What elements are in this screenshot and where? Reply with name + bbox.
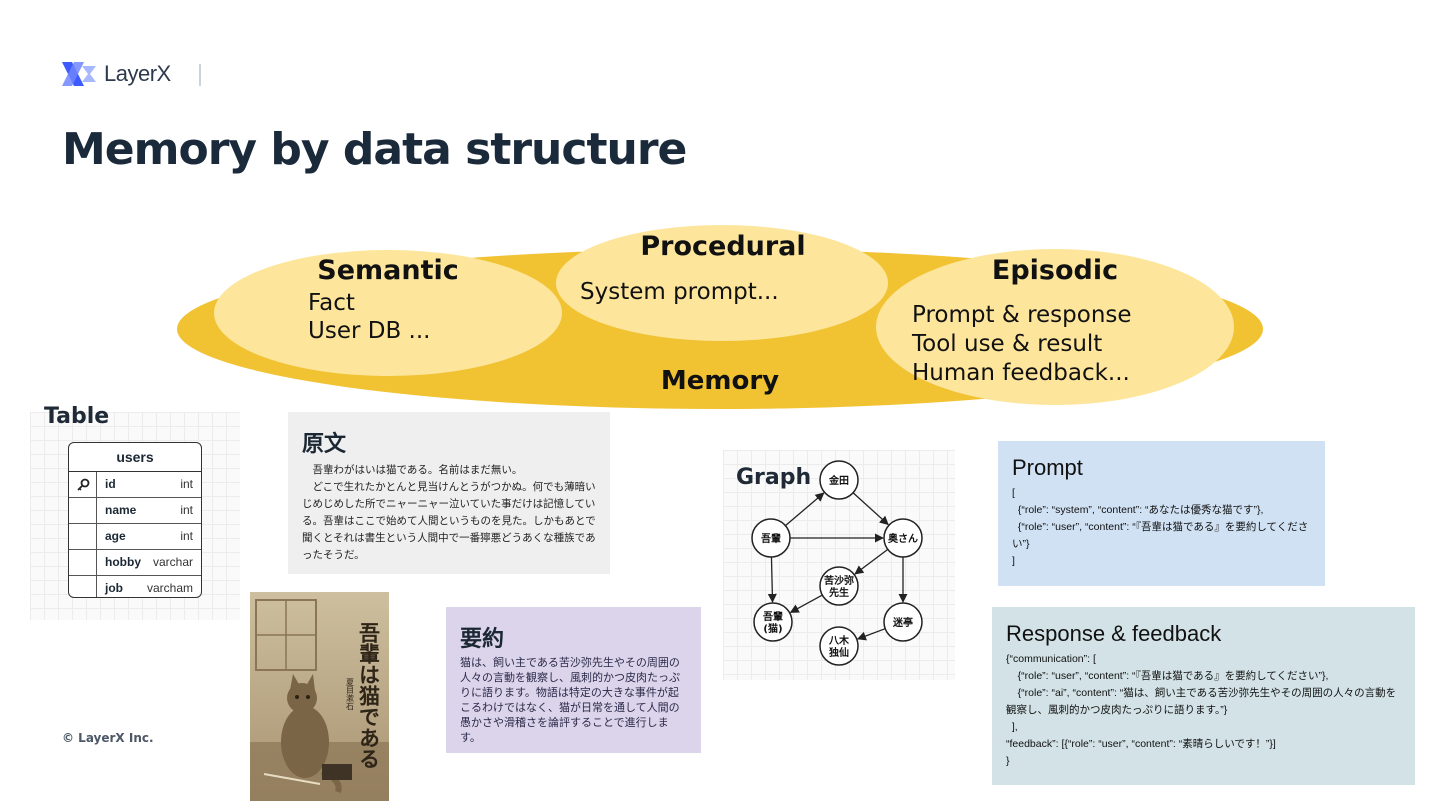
prompt-title: Prompt (1012, 455, 1083, 480)
logo: LayerX (62, 60, 171, 88)
original-text-title: 原文 (302, 432, 347, 457)
cat-icon (281, 674, 342, 793)
original-text-paragraph: 吾輩わがはいは猫である。名前はまだ無い。 (312, 464, 523, 476)
logo-text: LayerX (104, 61, 171, 86)
prompt-card: Prompt [ {“role”: “system”, “content”: “… (998, 441, 1325, 586)
procedural-ellipse (556, 225, 888, 341)
response-card: Response & feedback {“communication”: [ … (992, 607, 1415, 785)
table-row: id int (69, 472, 201, 498)
graph-node-label: 吾輩 (761, 532, 781, 545)
graph-edge (767, 556, 777, 603)
copyright: © LayerX Inc. (62, 731, 154, 745)
original-text-card: 原文 吾輩わがはいは猫である。名前はまだ無い。 どこで生れたかとんと見当けんとう… (288, 412, 610, 574)
book-cover-image: 吾輩は猫である 夏目漱石 (250, 592, 389, 801)
response-title: Response & feedback (1006, 621, 1222, 646)
table-row: hobby varchar (69, 550, 201, 576)
table-row: name int (69, 498, 201, 524)
column-type: int (180, 503, 193, 517)
graph-edge (789, 594, 823, 613)
graph-node-label: 吾輩 (763, 610, 783, 623)
episodic-line: Human feedback... (912, 360, 1130, 386)
prompt-body: [ {“role”: “system”, “content”: “あなたは優秀な… (1012, 487, 1309, 567)
graph-node: 迷亭 (883, 602, 923, 642)
graph-edge (785, 492, 825, 527)
page-title: Memory by data structure (62, 124, 687, 175)
column-type: int (180, 529, 193, 543)
graph-node: 苦沙弥先生 (819, 566, 859, 606)
summary-text: 猫は、飼い主である苦沙弥先生やその周囲の人々の言動を観察し、風刺的かつ皮肉たっぷ… (460, 656, 680, 744)
table-name: users (69, 443, 201, 472)
semantic-title: Semantic (317, 255, 459, 286)
graph-node-label: 苦沙弥 (824, 574, 854, 587)
primary-key-icon (69, 472, 96, 497)
column-type: int (180, 477, 193, 491)
graph-node: 金田 (819, 460, 859, 500)
summary-card: 要約 猫は、飼い主である苦沙弥先生やその周囲の人々の言動を観察し、風刺的かつ皮肉… (446, 607, 701, 753)
graph-node-label: 八木 (828, 634, 850, 647)
semantic-line: Fact (308, 290, 355, 316)
graph-node-label: 迷亭 (892, 616, 913, 629)
book-author: 夏目漱石 (346, 678, 355, 711)
semantic-line: User DB ... (308, 318, 430, 344)
graph-node-label: 金田 (828, 474, 849, 487)
column-type: varcham (146, 581, 193, 595)
memory-label: Memory (661, 366, 779, 396)
book-title: 吾輩は猫である (357, 622, 382, 769)
original-text-paragraph: どこで生れたかとんと見当けんとうがつかぬ。何でも薄暗いじめじめした所でニャーニャ… (302, 481, 596, 561)
graph-node: 吾輩 (751, 518, 791, 558)
graph-node: 吾輩(猫) (753, 602, 793, 642)
episodic-title: Episodic (992, 255, 1118, 286)
layerx-logo-icon (62, 62, 96, 86)
column-type: varchar (152, 555, 193, 569)
graph-node-label: 奥さん (888, 532, 918, 545)
graph-edge (852, 492, 889, 526)
graph-node-label: (猫) (763, 622, 782, 635)
summary-title: 要約 (460, 627, 505, 652)
graph-node-label: 先生 (829, 586, 849, 599)
column-name: id (105, 477, 116, 491)
response-body: {“communication”: [ {“role”: “user”, “co… (1006, 653, 1397, 767)
table-row: job varcham (69, 576, 201, 597)
graph-node: 奥さん (883, 518, 923, 558)
graph-edge (854, 548, 889, 575)
graph-node-label: 独仙 (829, 646, 849, 659)
episodic-line: Tool use & result (911, 331, 1102, 357)
graph-label: Graph (736, 465, 811, 490)
table-label: Table (44, 404, 110, 429)
episodic-ellipse (876, 249, 1234, 405)
table-divider (96, 472, 97, 597)
procedural-title: Procedural (640, 231, 805, 262)
graph-edge (856, 628, 886, 641)
semantic-ellipse (214, 250, 562, 376)
episodic-line: Prompt & response (912, 302, 1132, 328)
column-name: age (105, 529, 126, 543)
column-name: name (105, 503, 137, 517)
procedural-line: System prompt... (580, 279, 779, 305)
users-table: users id int name int age int hobby varchar job v… (68, 442, 202, 598)
graph-panel: Graph 金田吾輩奥さん苦沙弥先生吾輩(猫)迷亭八木独仙 (723, 450, 955, 680)
column-name: job (105, 581, 123, 595)
table-row: age int (69, 524, 201, 550)
memory-diagram: Semantic Fact User DB ... Procedural Sys… (177, 225, 1263, 409)
logo-divider (199, 64, 201, 86)
column-name: hobby (105, 555, 141, 569)
